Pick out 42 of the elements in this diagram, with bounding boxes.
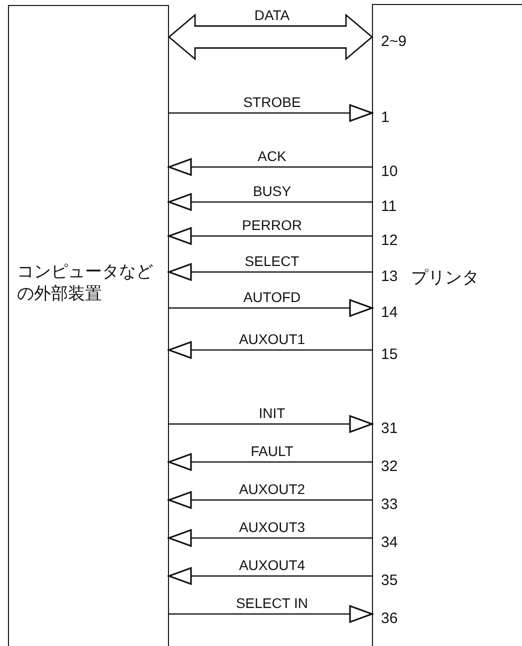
device-label: プリンタ xyxy=(411,267,480,289)
signal-name: AUXOUT4 xyxy=(236,557,308,573)
arrow xyxy=(168,193,372,211)
signal-name: ACK xyxy=(256,148,288,164)
arrow xyxy=(168,453,372,471)
signal-name: SELECT xyxy=(242,253,302,269)
arrow xyxy=(168,529,372,547)
device-label: コンピュータなどの外部装置 xyxy=(17,261,154,305)
arrow xyxy=(169,415,373,433)
signal-name: STROBE xyxy=(241,94,303,110)
pin-number: 12 xyxy=(381,233,398,249)
pin-number: 13 xyxy=(381,269,398,285)
pin-number: 14 xyxy=(381,305,398,321)
pin-number: 2~9 xyxy=(381,34,406,50)
device-box xyxy=(8,5,169,646)
pin-number: 10 xyxy=(381,164,398,180)
signal-name: AUXOUT2 xyxy=(236,481,308,497)
pin-number: 36 xyxy=(381,611,398,627)
arrow xyxy=(169,104,373,122)
signal-name: PERROR xyxy=(240,217,304,233)
arrow xyxy=(168,263,372,281)
signal-name: AUTOFD xyxy=(241,289,303,305)
pin-number: 11 xyxy=(381,199,397,215)
pin-number: 33 xyxy=(381,497,398,513)
arrow xyxy=(168,158,372,176)
pin-number: 31 xyxy=(381,421,398,437)
pin-number: 1 xyxy=(381,110,390,126)
arrow xyxy=(169,605,373,623)
device-box xyxy=(372,4,522,646)
pin-number: 34 xyxy=(381,535,398,551)
signal-name: FAULT xyxy=(248,443,296,459)
arrow xyxy=(168,491,372,509)
arrow xyxy=(169,299,373,317)
signal-name: AUXOUT3 xyxy=(236,519,308,535)
arrow xyxy=(168,227,372,245)
pin-number: 15 xyxy=(381,347,398,363)
arrow xyxy=(168,341,372,359)
pin-number: 32 xyxy=(381,459,398,475)
signal-name: AUXOUT1 xyxy=(236,331,308,347)
pin-number: 35 xyxy=(381,573,398,589)
double-arrow xyxy=(168,14,374,60)
arrow xyxy=(168,567,372,585)
